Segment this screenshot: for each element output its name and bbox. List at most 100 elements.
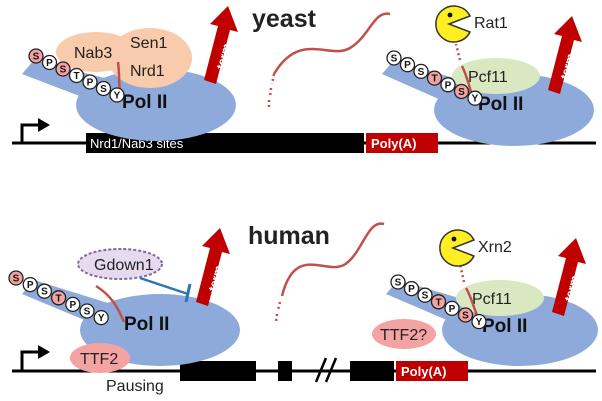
human-break-mark	[314, 357, 338, 383]
human-gdown1-blob	[77, 248, 163, 280]
yeast-promoter-arrow	[20, 123, 40, 143]
ctd-bead	[68, 67, 85, 84]
yeast-nab3-label: Nab3	[74, 45, 112, 62]
ctd-bead-letter: S	[13, 274, 20, 285]
ctd-bead-letter: S	[395, 278, 402, 289]
ctd-bead	[41, 54, 58, 71]
human-pausing-label: Pausing	[106, 378, 164, 395]
human-xrn2-eye	[451, 236, 457, 242]
yeast-sen1-nrd1-blob	[108, 28, 192, 88]
ctd-bead	[471, 313, 487, 330]
human-pol2-left-label: Pol II	[124, 314, 169, 335]
ctd-bead	[430, 294, 447, 310]
ctd-bead	[426, 70, 443, 86]
ctd-bead	[8, 270, 24, 286]
ctd-bead-letter: P	[408, 284, 415, 295]
ctd-bead	[65, 296, 81, 313]
human-pol2-right-label: Pol II	[482, 316, 527, 337]
ctd-bead-letter: S	[84, 307, 91, 318]
human-xrn2-label: Xrn2	[478, 239, 512, 256]
ctd-bead	[50, 290, 67, 306]
human-inhibit-arrow	[139, 276, 189, 296]
ctd-bead	[413, 63, 429, 80]
ctd-bead-letter: P	[69, 300, 76, 311]
ctd-bead	[55, 61, 71, 77]
ctd-bead-letter: S	[41, 287, 48, 298]
yeast-pol2-left-label: Pol II	[122, 92, 167, 113]
yeast-sen1-label: Sen1	[130, 35, 167, 52]
yeast-polya-label: Poly(A)	[371, 136, 417, 151]
human-ttf2q-blob	[372, 319, 436, 349]
yeast-term-left-label: term	[213, 42, 233, 71]
ctd-bead-letter: S	[391, 54, 398, 65]
ctd-bead-letter: P	[449, 304, 456, 315]
ctd-bead-letter: Y	[472, 94, 479, 105]
yeast-polya-region	[366, 133, 438, 153]
human-gdown1-label: Gdown1	[94, 257, 154, 274]
ctd-bead	[457, 307, 474, 323]
yeast-term-arrow-right	[548, 16, 582, 94]
ctd-bead	[93, 309, 109, 326]
human-term-arrow-right	[552, 238, 586, 316]
ctd-bead-letter: S	[422, 291, 429, 302]
ctd-bead	[440, 77, 456, 93]
human-exon-3	[350, 361, 394, 381]
yeast-title: yeast	[252, 5, 317, 33]
ctd-bead-letter: T	[73, 71, 79, 82]
human-polya-label: Poly(A)	[401, 364, 447, 379]
ctd-bead-letter: P	[27, 280, 34, 291]
yeast-nrd1-label: Nrd1	[130, 63, 165, 80]
ctd-bead	[28, 48, 44, 64]
yeast-term-right-label: term	[557, 52, 577, 81]
ctd-bead	[399, 57, 416, 73]
ctd-bead	[22, 276, 38, 293]
human-free-rna	[280, 222, 385, 297]
ctd-bead-letter: S	[458, 87, 465, 98]
ctd-bead-letter: S	[100, 84, 107, 95]
human-polya-region	[396, 361, 468, 381]
yeast-term-arrow-left	[204, 6, 238, 84]
ctd-bead-letter: Y	[98, 313, 105, 324]
ctd-bead	[79, 303, 95, 319]
yeast-rat1-eye	[447, 12, 453, 18]
human-term-left-label: term	[205, 264, 225, 293]
human-promoter-arrow	[20, 350, 40, 371]
human-free-rna-dots	[274, 301, 282, 323]
human-promoter-arrowhead	[38, 345, 50, 359]
ctd-bead	[417, 287, 433, 303]
human-ttf2-label: TTF2	[80, 351, 118, 368]
yeast-pcf11-blob	[452, 58, 540, 94]
human-exon-1	[180, 361, 256, 381]
human-term-right-label: term	[561, 274, 581, 303]
ctd-bead	[36, 283, 53, 299]
ctd-bead-letter: S	[418, 67, 425, 78]
ctd-bead-letter: S	[462, 311, 469, 322]
ctd-bead-letter: P	[87, 78, 94, 89]
human-xrn2-pacman-icon	[439, 229, 476, 267]
ctd-bead-letter: P	[46, 58, 53, 69]
ctd-bead	[403, 280, 420, 297]
human-ttf2q-label: TTF2?	[380, 327, 427, 344]
yeast-free-rna-dots	[267, 73, 276, 108]
ctd-bead	[109, 87, 125, 103]
ctd-bead	[444, 300, 460, 317]
ctd-bead-letter: S	[60, 65, 67, 76]
human-pcf11-label: Pcf11	[472, 291, 512, 308]
ctd-bead-letter: T	[56, 293, 62, 304]
human-ttf2-blob	[70, 343, 130, 373]
ctd-bead-letter: Y	[476, 317, 483, 328]
ctd-bead	[453, 83, 470, 100]
human-pcf11-blob	[456, 280, 544, 316]
yeast-pcf11-label: Pcf11	[468, 69, 508, 86]
ctd-bead-letter: Y	[114, 91, 121, 102]
human-rna-left	[95, 284, 126, 323]
ctd-bead-letter: P	[445, 80, 452, 91]
yeast-pol2-left	[76, 69, 236, 141]
ctd-bead-letter: S	[33, 52, 40, 63]
human-title: human	[248, 222, 330, 250]
yeast-promoter-arrowhead	[38, 118, 50, 132]
ctd-bead	[467, 90, 483, 106]
